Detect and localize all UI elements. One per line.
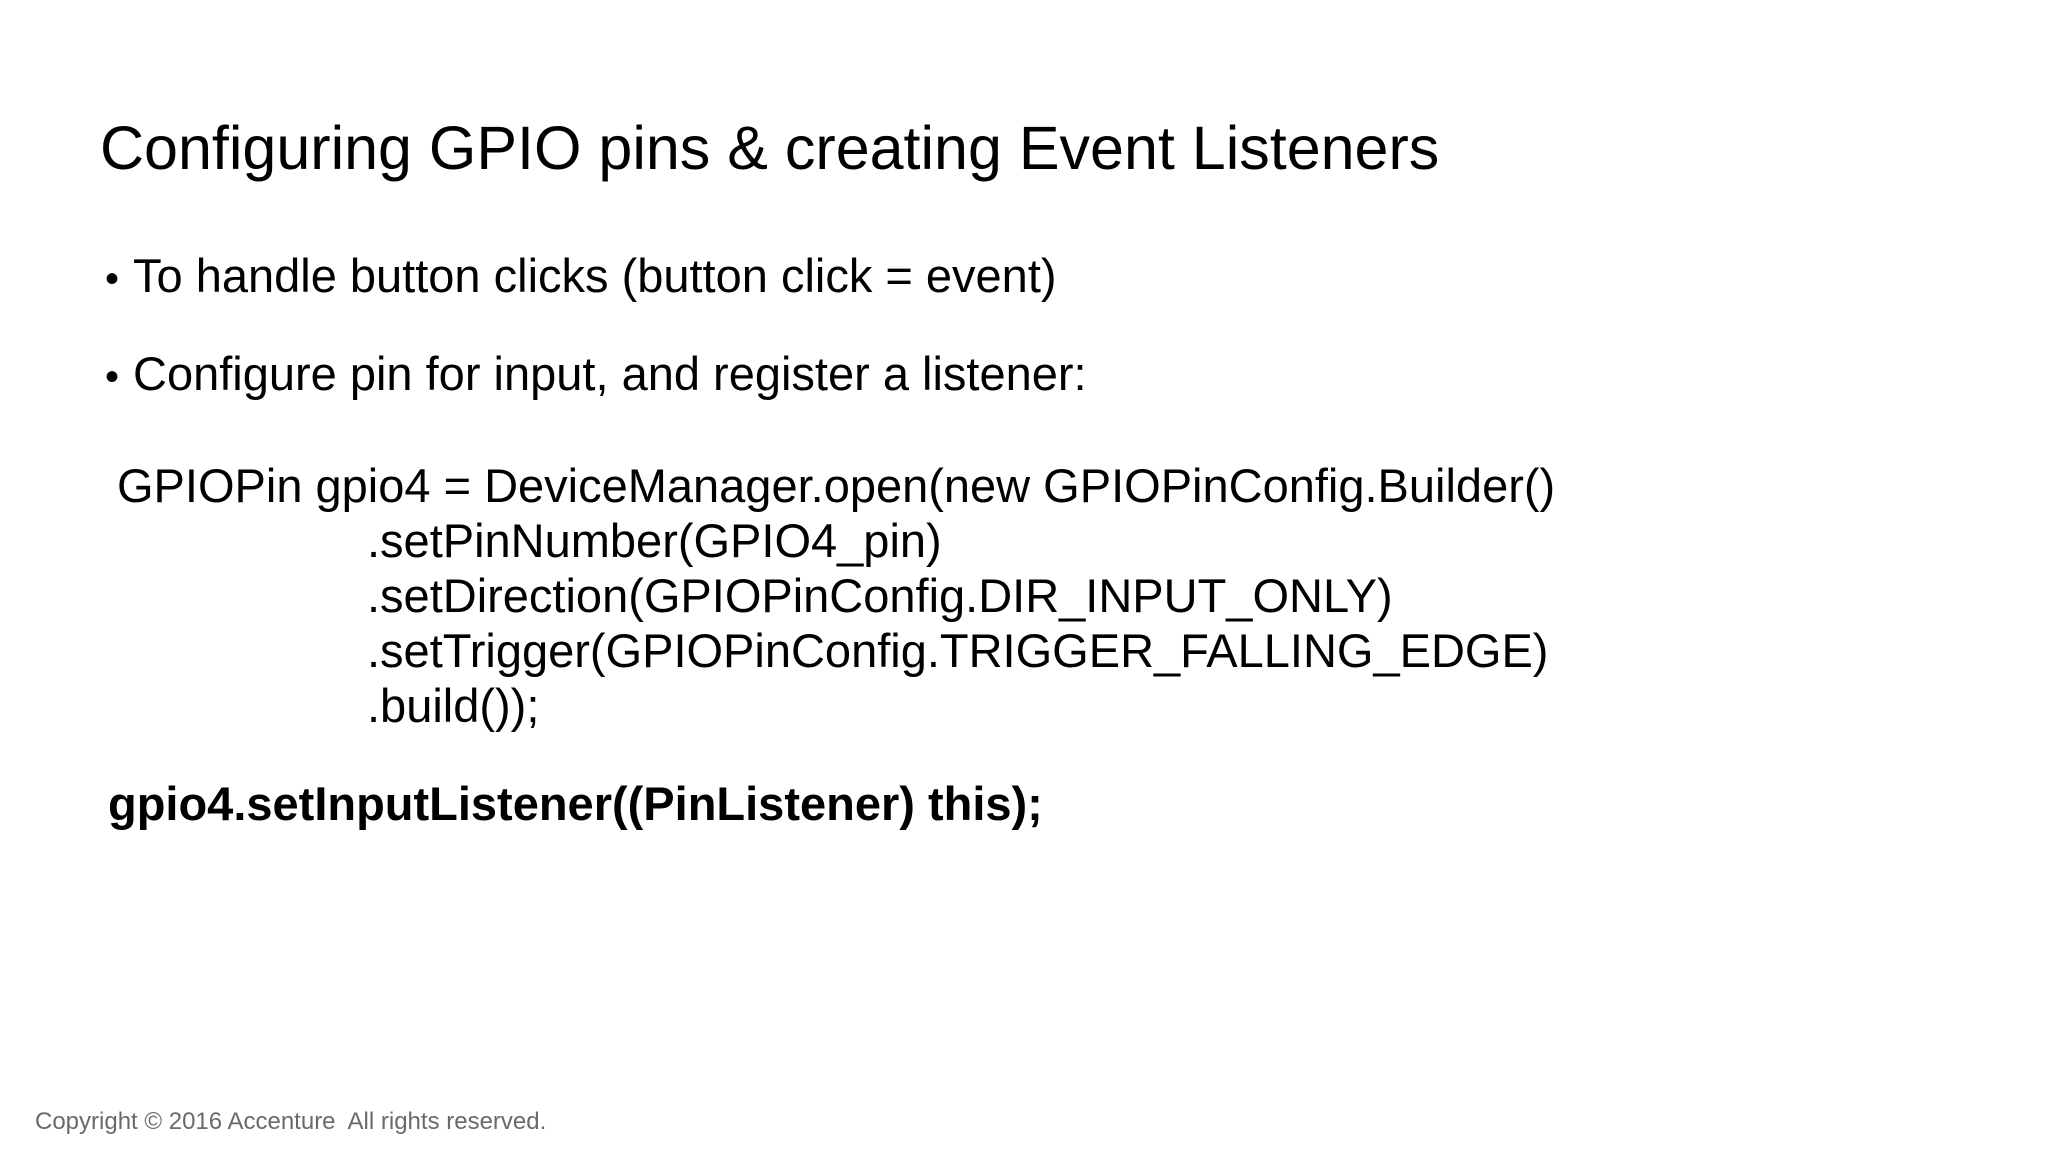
bullet-text-1: To handle button clicks (button click = … (133, 249, 1057, 302)
code-line-open-builder: GPIOPin gpio4 = DeviceManager.open(new G… (117, 459, 1556, 512)
copyright-footer: Copyright © 2016 Accenture All rights re… (35, 1108, 547, 1135)
code-line-set-direction: .setDirection(GPIOPinConfig.DIR_INPUT_ON… (367, 569, 1393, 622)
slide-title: Configuring GPIO pins & creating Event L… (100, 114, 1440, 182)
set-input-listener-statement: gpio4.setInputListener((PinListener) thi… (108, 777, 1043, 830)
code-line-set-trigger: .setTrigger(GPIOPinConfig.TRIGGER_FALLIN… (367, 624, 1549, 677)
code-line-set-pin-number: .setPinNumber(GPIO4_pin) (367, 514, 942, 567)
bullet-marker: • (105, 257, 120, 301)
code-line-build: .build()); (367, 679, 540, 732)
bullet-marker: • (105, 355, 120, 399)
bullet-item-2: • Configure pin for input, and register a… (105, 350, 1087, 397)
code-block: GPIOPin gpio4 = DeviceManager.open(new G… (117, 458, 1555, 733)
bullet-text-2: Configure pin for input, and register a … (133, 347, 1087, 400)
bullet-item-1: • To handle button clicks (button click =… (105, 252, 1057, 299)
